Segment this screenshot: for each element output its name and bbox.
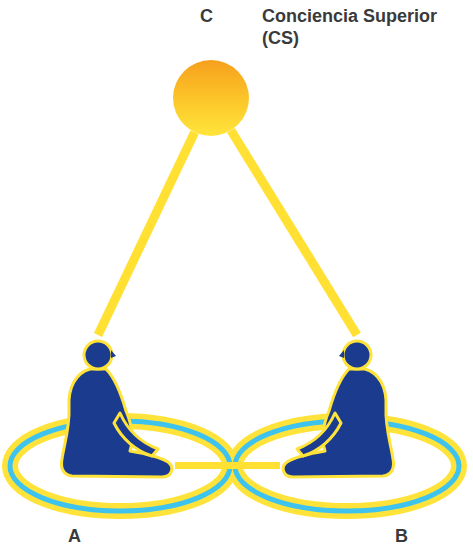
figure-arm bbox=[297, 413, 341, 456]
connecting-bar bbox=[175, 462, 280, 469]
figure-head bbox=[84, 341, 112, 369]
figure-nose bbox=[111, 350, 116, 358]
figure-head bbox=[343, 341, 371, 369]
node-label: Conciencia Superior (CS) bbox=[262, 5, 467, 49]
circle-shape bbox=[173, 60, 249, 136]
figure-body bbox=[283, 369, 393, 477]
node-letter: A bbox=[68, 525, 81, 547]
meditating-figure bbox=[283, 341, 393, 477]
meditator-node: B bbox=[280, 335, 405, 480]
figure-nose bbox=[339, 350, 344, 358]
meditator-node: A bbox=[50, 335, 175, 480]
light-ray bbox=[231, 130, 357, 335]
light-ray bbox=[98, 132, 195, 335]
consciousness-node: CConciencia Superior (CS) bbox=[173, 60, 249, 136]
node-letter: C bbox=[200, 5, 213, 27]
figure-body bbox=[61, 369, 171, 477]
node-letter: B bbox=[395, 525, 408, 547]
meditating-figure bbox=[61, 341, 171, 477]
figure-shape bbox=[50, 335, 175, 480]
figure-shape bbox=[280, 335, 405, 480]
figure-arm bbox=[114, 413, 158, 456]
consciousness-circle bbox=[173, 60, 249, 136]
